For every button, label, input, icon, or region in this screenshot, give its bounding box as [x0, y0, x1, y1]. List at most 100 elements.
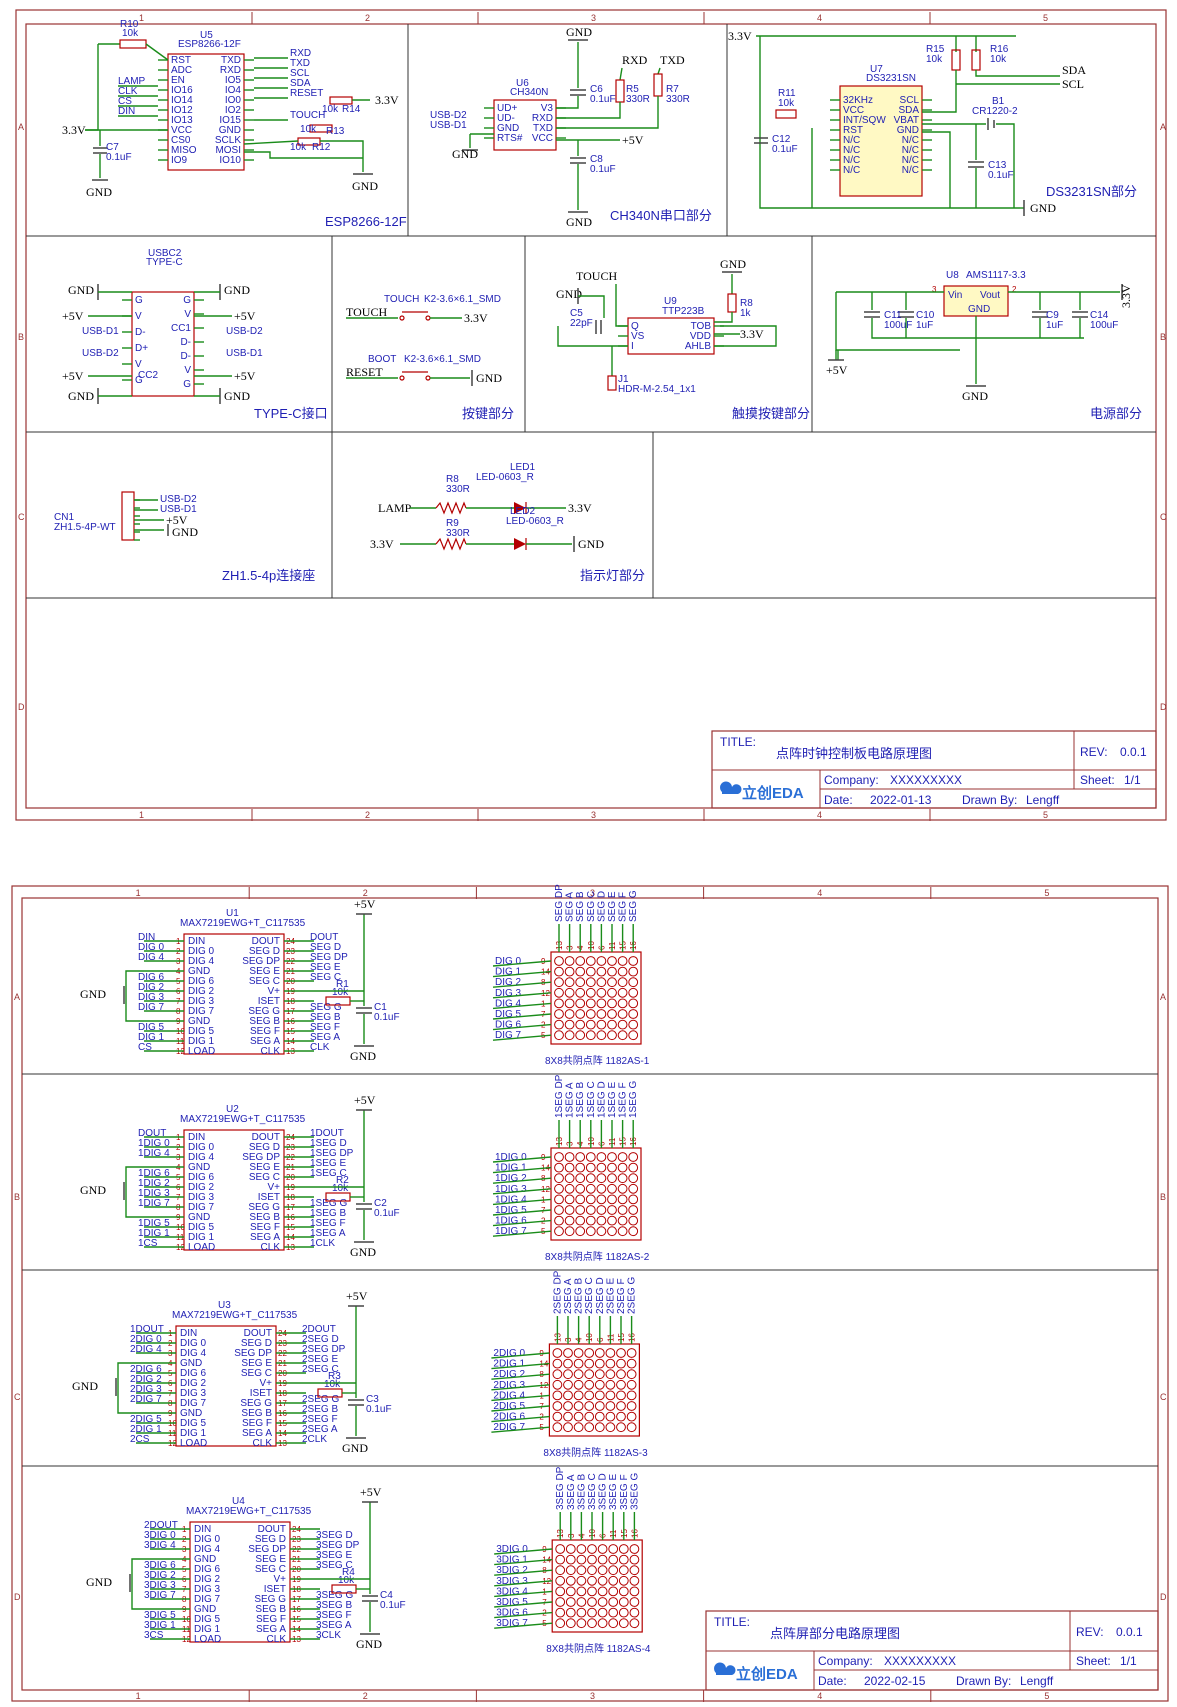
pin-label: CC1 [171, 323, 191, 334]
section-ch340-title: CH340N串口部分 [610, 208, 712, 223]
r16-val: 10k [990, 54, 1007, 65]
matrix-row-net: 3DIG 0 [496, 1544, 528, 1555]
matrix-led [552, 1390, 563, 1401]
c11-ref: C11 [884, 310, 902, 321]
matrix-led [564, 1205, 575, 1215]
matrix-led [618, 1597, 629, 1607]
u8-body [943, 285, 1009, 317]
matrix-led [607, 1226, 617, 1237]
max7219-left-net: 2DIG 0 [130, 1334, 162, 1345]
c14-ref: C14 [1090, 310, 1109, 321]
max7219-left-net: 1DIG 3 [138, 1188, 170, 1199]
r15-ref: R15 [926, 44, 945, 55]
max7219-pin-right: CLK [261, 1046, 281, 1057]
matrix-led [628, 1215, 639, 1226]
max7219-pin-right: SEG F [256, 1614, 286, 1625]
grid-row-label: B [14, 1192, 20, 1202]
matrix-led [554, 1215, 564, 1226]
tb2-logo: 立创EDA [736, 1665, 798, 1683]
u9-part: TTP223B [662, 306, 705, 317]
max7219-pin-right: SEG C [249, 1172, 280, 1183]
matrix-led [607, 1183, 617, 1194]
matrix-top-net: SEG A [565, 892, 576, 922]
matrix-top-net: 2SEG C [584, 1277, 595, 1314]
u8-gndpin: GND [968, 304, 990, 315]
matrix-led [585, 956, 596, 966]
matrix-led [585, 966, 596, 977]
max7219-right-net: 1SEG A [310, 1228, 346, 1239]
pin-label: VCC [532, 133, 553, 144]
matrix-led [552, 1358, 563, 1369]
r15-val: 10k [926, 54, 943, 65]
pin-label: VCC [171, 125, 192, 136]
matrix-led [565, 1586, 576, 1597]
matrix-led [608, 1565, 619, 1576]
matrix-body [551, 1539, 643, 1633]
matrix-led [576, 1618, 587, 1629]
pin-label: UD+ [497, 103, 517, 114]
u7-3v3-label: 3.3V [728, 29, 752, 43]
esp8266-module: U5 ESP8266-12F RSTADCENIO16IO14IO12IO13V… [62, 19, 407, 229]
matrix-row-net: DIG 0 [495, 956, 522, 967]
matrix-led [554, 956, 564, 966]
k1-part: K2-3.6×6.1_SMD [424, 294, 501, 305]
matrix-led [576, 1554, 587, 1565]
c14-val: 100uF [1090, 320, 1118, 331]
max7219-pin-left: DIG 1 [180, 1428, 207, 1439]
max7219-pin-right: ISET [258, 1192, 280, 1203]
grid-row-label: A [1160, 122, 1166, 132]
pin-label: V [184, 365, 191, 376]
pin-label: D- [180, 337, 191, 348]
max7219-pin-left: DIG 6 [194, 1564, 221, 1575]
pin-label: GND [497, 123, 519, 134]
u6-5v-label: +5V [622, 133, 644, 147]
matrix-led [584, 1401, 595, 1411]
matrix-led [565, 1565, 576, 1576]
pin-label: SCL [900, 95, 920, 106]
grid-col-label: 2 [365, 810, 370, 820]
max7219-pin-right: ISET [264, 1584, 286, 1595]
matrix-led [587, 1618, 597, 1629]
u8-3v3: 3.3V [1119, 284, 1133, 308]
max7219-pin-right: DOUT [252, 1132, 280, 1143]
matrix-led [628, 1173, 639, 1184]
c8-val: 0.1uF [590, 164, 616, 175]
max7219-pin-right: SEG B [249, 1016, 280, 1027]
matrix-led [554, 1162, 564, 1173]
max7219-gnd: GND [80, 987, 106, 1001]
u9-body [627, 317, 715, 355]
b1-ref: B1 [992, 96, 1005, 107]
cn1-5v: +5V [166, 513, 188, 527]
matrix-led [617, 977, 628, 988]
matrix-led [565, 1544, 576, 1554]
max7219-right-net: 2SEG G [302, 1394, 339, 1405]
matrix-led [596, 1009, 607, 1019]
matrix-top-net: SEG G [628, 890, 639, 922]
grid-col-label: 5 [1043, 810, 1048, 820]
matrix-top-net: SEG E [607, 891, 618, 922]
matrix-led [585, 1205, 596, 1215]
pin-label: G [183, 379, 191, 390]
grid-col-label: 3 [590, 888, 595, 898]
usbc-body [131, 291, 195, 397]
max7219-gnd-c: GND [350, 1049, 376, 1063]
max7219-5v: +5V [346, 1289, 368, 1303]
max7219-right-net: SEG D [310, 942, 341, 953]
grid-col-label: 3 [590, 1691, 595, 1701]
max7219-pin-right: SEG E [255, 1554, 286, 1565]
matrix-led [597, 1607, 608, 1618]
section-esp-title: ESP8266-12F [325, 214, 407, 229]
max7219-c-ref: C4 [380, 1590, 393, 1601]
r8-touch-val: 1k [740, 308, 752, 319]
esp-right-net: RESET [290, 88, 323, 99]
max7219-right-net: SEG A [310, 1032, 340, 1043]
max7219-part: MAX7219EWG+T_C117535 [180, 918, 306, 929]
max7219-left-net: 1DIG 5 [138, 1218, 170, 1229]
max7219-body [183, 933, 285, 1055]
r7-val: 330R [666, 94, 690, 105]
matrix-led [626, 1348, 637, 1358]
matrix-row-net: DIG 7 [495, 1030, 522, 1041]
sheet2-title-block: TITLE: 点阵屏部分电路原理图 REV: 0.0.1 Company: XX… [705, 1610, 1159, 1691]
